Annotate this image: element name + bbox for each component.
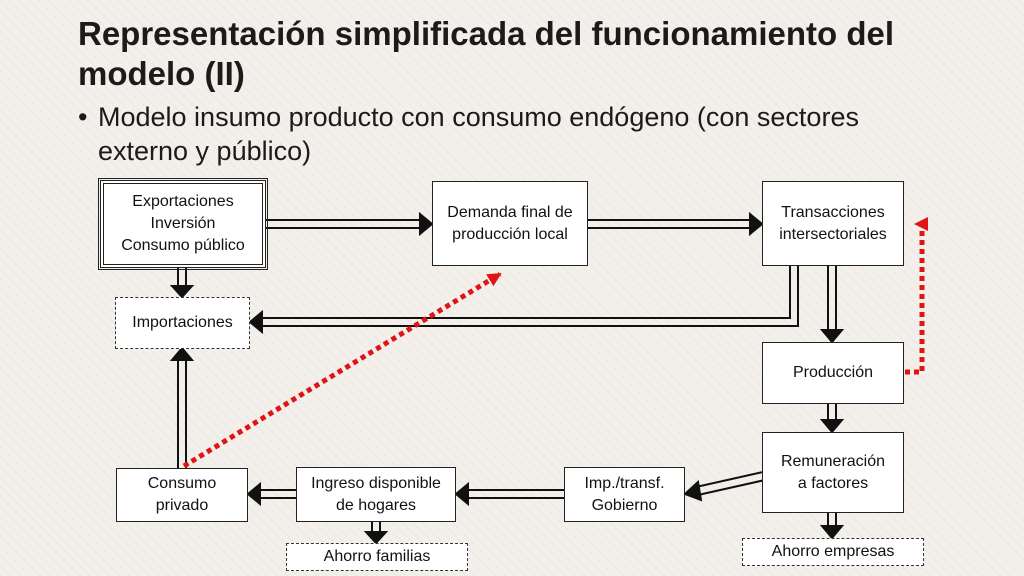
feedback-consumption-to-demand [182,271,502,469]
node-production-label: Producción [792,364,874,381]
node-exogenous-demand: Exportaciones Inversión Consumo público [98,178,268,270]
node-final-demand-line-1: Demanda final de [447,203,573,221]
arrow-consumption-to-imports [169,346,195,468]
arrow-exogenous-to-imports [169,268,195,299]
feedback-production-to-transactions [905,217,928,375]
arrow-demand-to-transactions [588,211,764,237]
node-imports-label: Importaciones [132,314,233,331]
arrow-exogenous-to-demand [266,211,434,237]
arrow-income-to-consumption [246,481,296,507]
node-remuneration-line-1: Remuneración [780,452,886,470]
arrow-government-to-income [454,481,564,507]
slide-title: Representación simplificada del funciona… [78,15,895,92]
arrow-transactions-to-production [819,265,845,344]
node-income-line-1: Ingreso disponible [311,474,441,492]
node-government-line-1: Imp./transf. [584,474,665,492]
node-exogenous-line-1: Exportaciones [132,193,234,210]
node-transactions-line-1: Transacciones [781,203,885,221]
node-firm-savings-label: Ahorro empresas [771,543,895,560]
node-income-line-2: de hogares [335,496,417,514]
arrow-production-to-remuneration [819,404,845,434]
node-transactions: Transacciones intersectoriales [762,181,904,266]
bullet-marker: • [78,102,88,132]
node-consumption-line-1: Consumo [147,475,217,492]
node-disposable-income: Ingreso disponible de hogares [296,467,456,522]
node-exogenous-line-3: Consumo público [121,237,245,254]
node-household-savings: Ahorro familias [286,543,468,571]
arrow-remuneration-to-government [683,471,766,502]
node-imports: Importaciones [115,297,250,349]
node-private-consumption: Consumo privado [116,468,248,522]
node-consumption-line-2: privado [155,497,209,514]
node-government-line-2: Gobierno [591,496,658,514]
node-exogenous-line-2: Inversión [150,215,216,232]
arrow-transactions-to-imports [248,265,799,335]
bullet-item: • Modelo insumo producto con consumo end… [78,100,938,168]
node-remuneration-line-2: a factores [797,474,869,492]
arrow-remuneration-to-firm-savings [819,513,845,540]
node-final-demand-line-2: producción local [452,225,568,243]
bullet-text: Modelo insumo producto con consumo endóg… [98,102,859,166]
node-final-demand: Demanda final de producción local [432,181,588,266]
node-government: Imp./transf. Gobierno [564,467,685,522]
node-household-savings-label: Ahorro familias [323,548,431,565]
node-firm-savings: Ahorro empresas [742,538,924,566]
node-production: Producción [762,342,904,404]
arrow-income-to-household-savings [363,521,389,545]
node-remuneration: Remuneración a factores [762,432,904,513]
node-transactions-line-2: intersectoriales [779,225,887,243]
